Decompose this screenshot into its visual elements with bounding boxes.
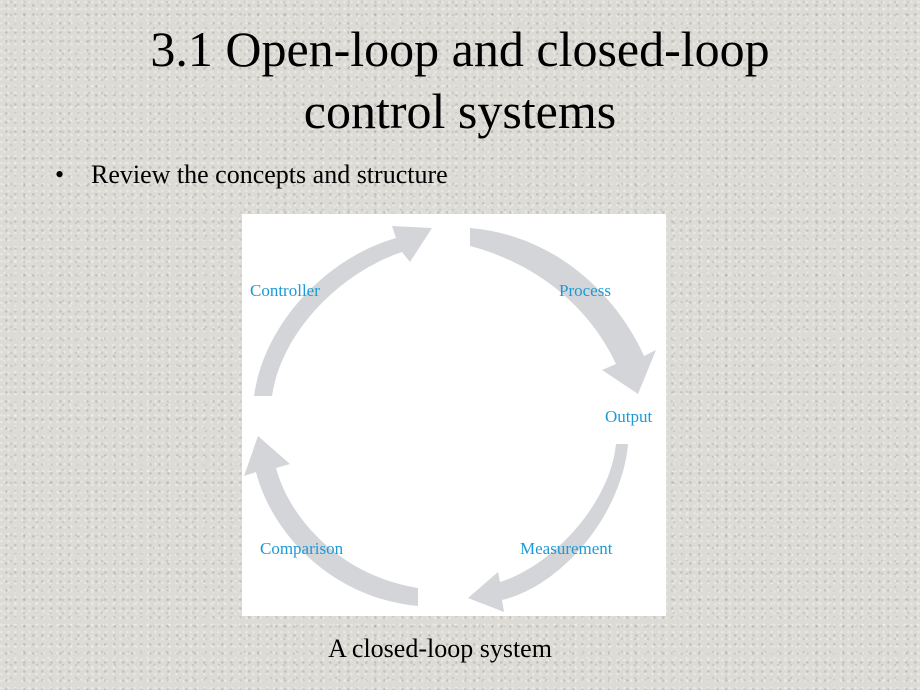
slide-title: 3.1 Open-loop and closed-loop control sy… bbox=[0, 18, 920, 142]
label-comparison: Comparison bbox=[260, 539, 344, 558]
arrow-controller-to-process bbox=[254, 226, 432, 396]
label-measurement: Measurement bbox=[520, 539, 613, 558]
slide-title-line-1: 3.1 Open-loop and closed-loop bbox=[150, 21, 770, 77]
arrow-output-to-comparison bbox=[468, 444, 628, 612]
bullet-item: • Review the concepts and structure bbox=[55, 158, 448, 192]
label-controller: Controller bbox=[250, 281, 320, 300]
slide-title-line-2: control systems bbox=[303, 83, 617, 139]
label-process: Process bbox=[559, 281, 611, 300]
label-output: Output bbox=[605, 407, 653, 426]
arrow-process-to-output bbox=[470, 228, 656, 394]
figure-caption: A closed-loop system bbox=[328, 634, 552, 663]
bullet-marker: • bbox=[55, 160, 65, 189]
bullet-text: Review the concepts and structure bbox=[91, 160, 448, 189]
cycle-arrows bbox=[244, 226, 656, 612]
closed-loop-diagram: Controller Process Output Measurement Co… bbox=[242, 214, 666, 616]
arrow-comparison-to-controller bbox=[244, 436, 418, 606]
